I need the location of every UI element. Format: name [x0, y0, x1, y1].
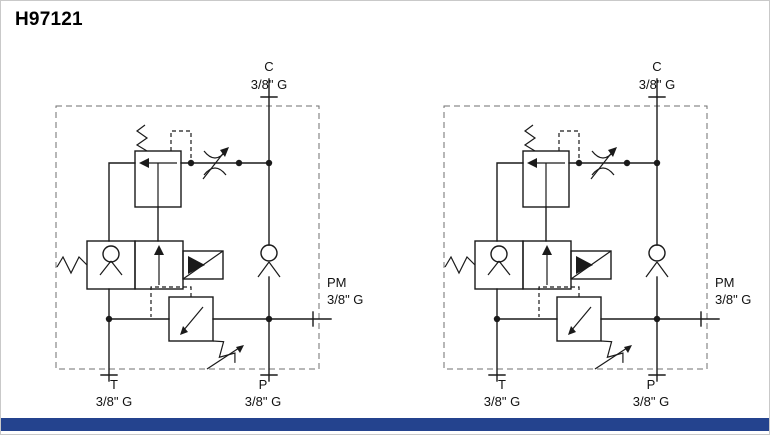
hydraulic-circuit-right: C 3/8" G PM 3/8" G T 3/8" G P 3/8" G	[389, 1, 769, 421]
port-pm-size: 3/8" G	[715, 292, 752, 307]
port-pm-label: PM	[715, 275, 735, 290]
port-pm-size: 3/8" G	[327, 292, 364, 307]
port-c-label: C	[652, 59, 662, 74]
circuit-drawing	[443, 78, 720, 382]
circuit-drawing	[55, 78, 332, 382]
port-p-size: 3/8" G	[632, 394, 670, 409]
page-title: H97121	[15, 9, 83, 30]
hydraulic-circuit-left: C 3/8" G PM 3/8" G T 3/8" G P 3/8" G	[1, 1, 386, 421]
port-c-size: 3/8" G	[250, 77, 288, 92]
port-p-label: P	[258, 377, 268, 392]
port-pm-label: PM	[327, 275, 347, 290]
port-c-label: C	[264, 59, 274, 74]
port-t-label: T	[110, 377, 118, 392]
port-t-size: 3/8" G	[483, 394, 521, 409]
port-c-size: 3/8" G	[638, 77, 676, 92]
port-p-label: P	[646, 377, 656, 392]
accent-bar	[1, 418, 769, 431]
port-t-label: T	[498, 377, 506, 392]
port-p-size: 3/8" G	[244, 394, 282, 409]
port-t-size: 3/8" G	[95, 394, 133, 409]
